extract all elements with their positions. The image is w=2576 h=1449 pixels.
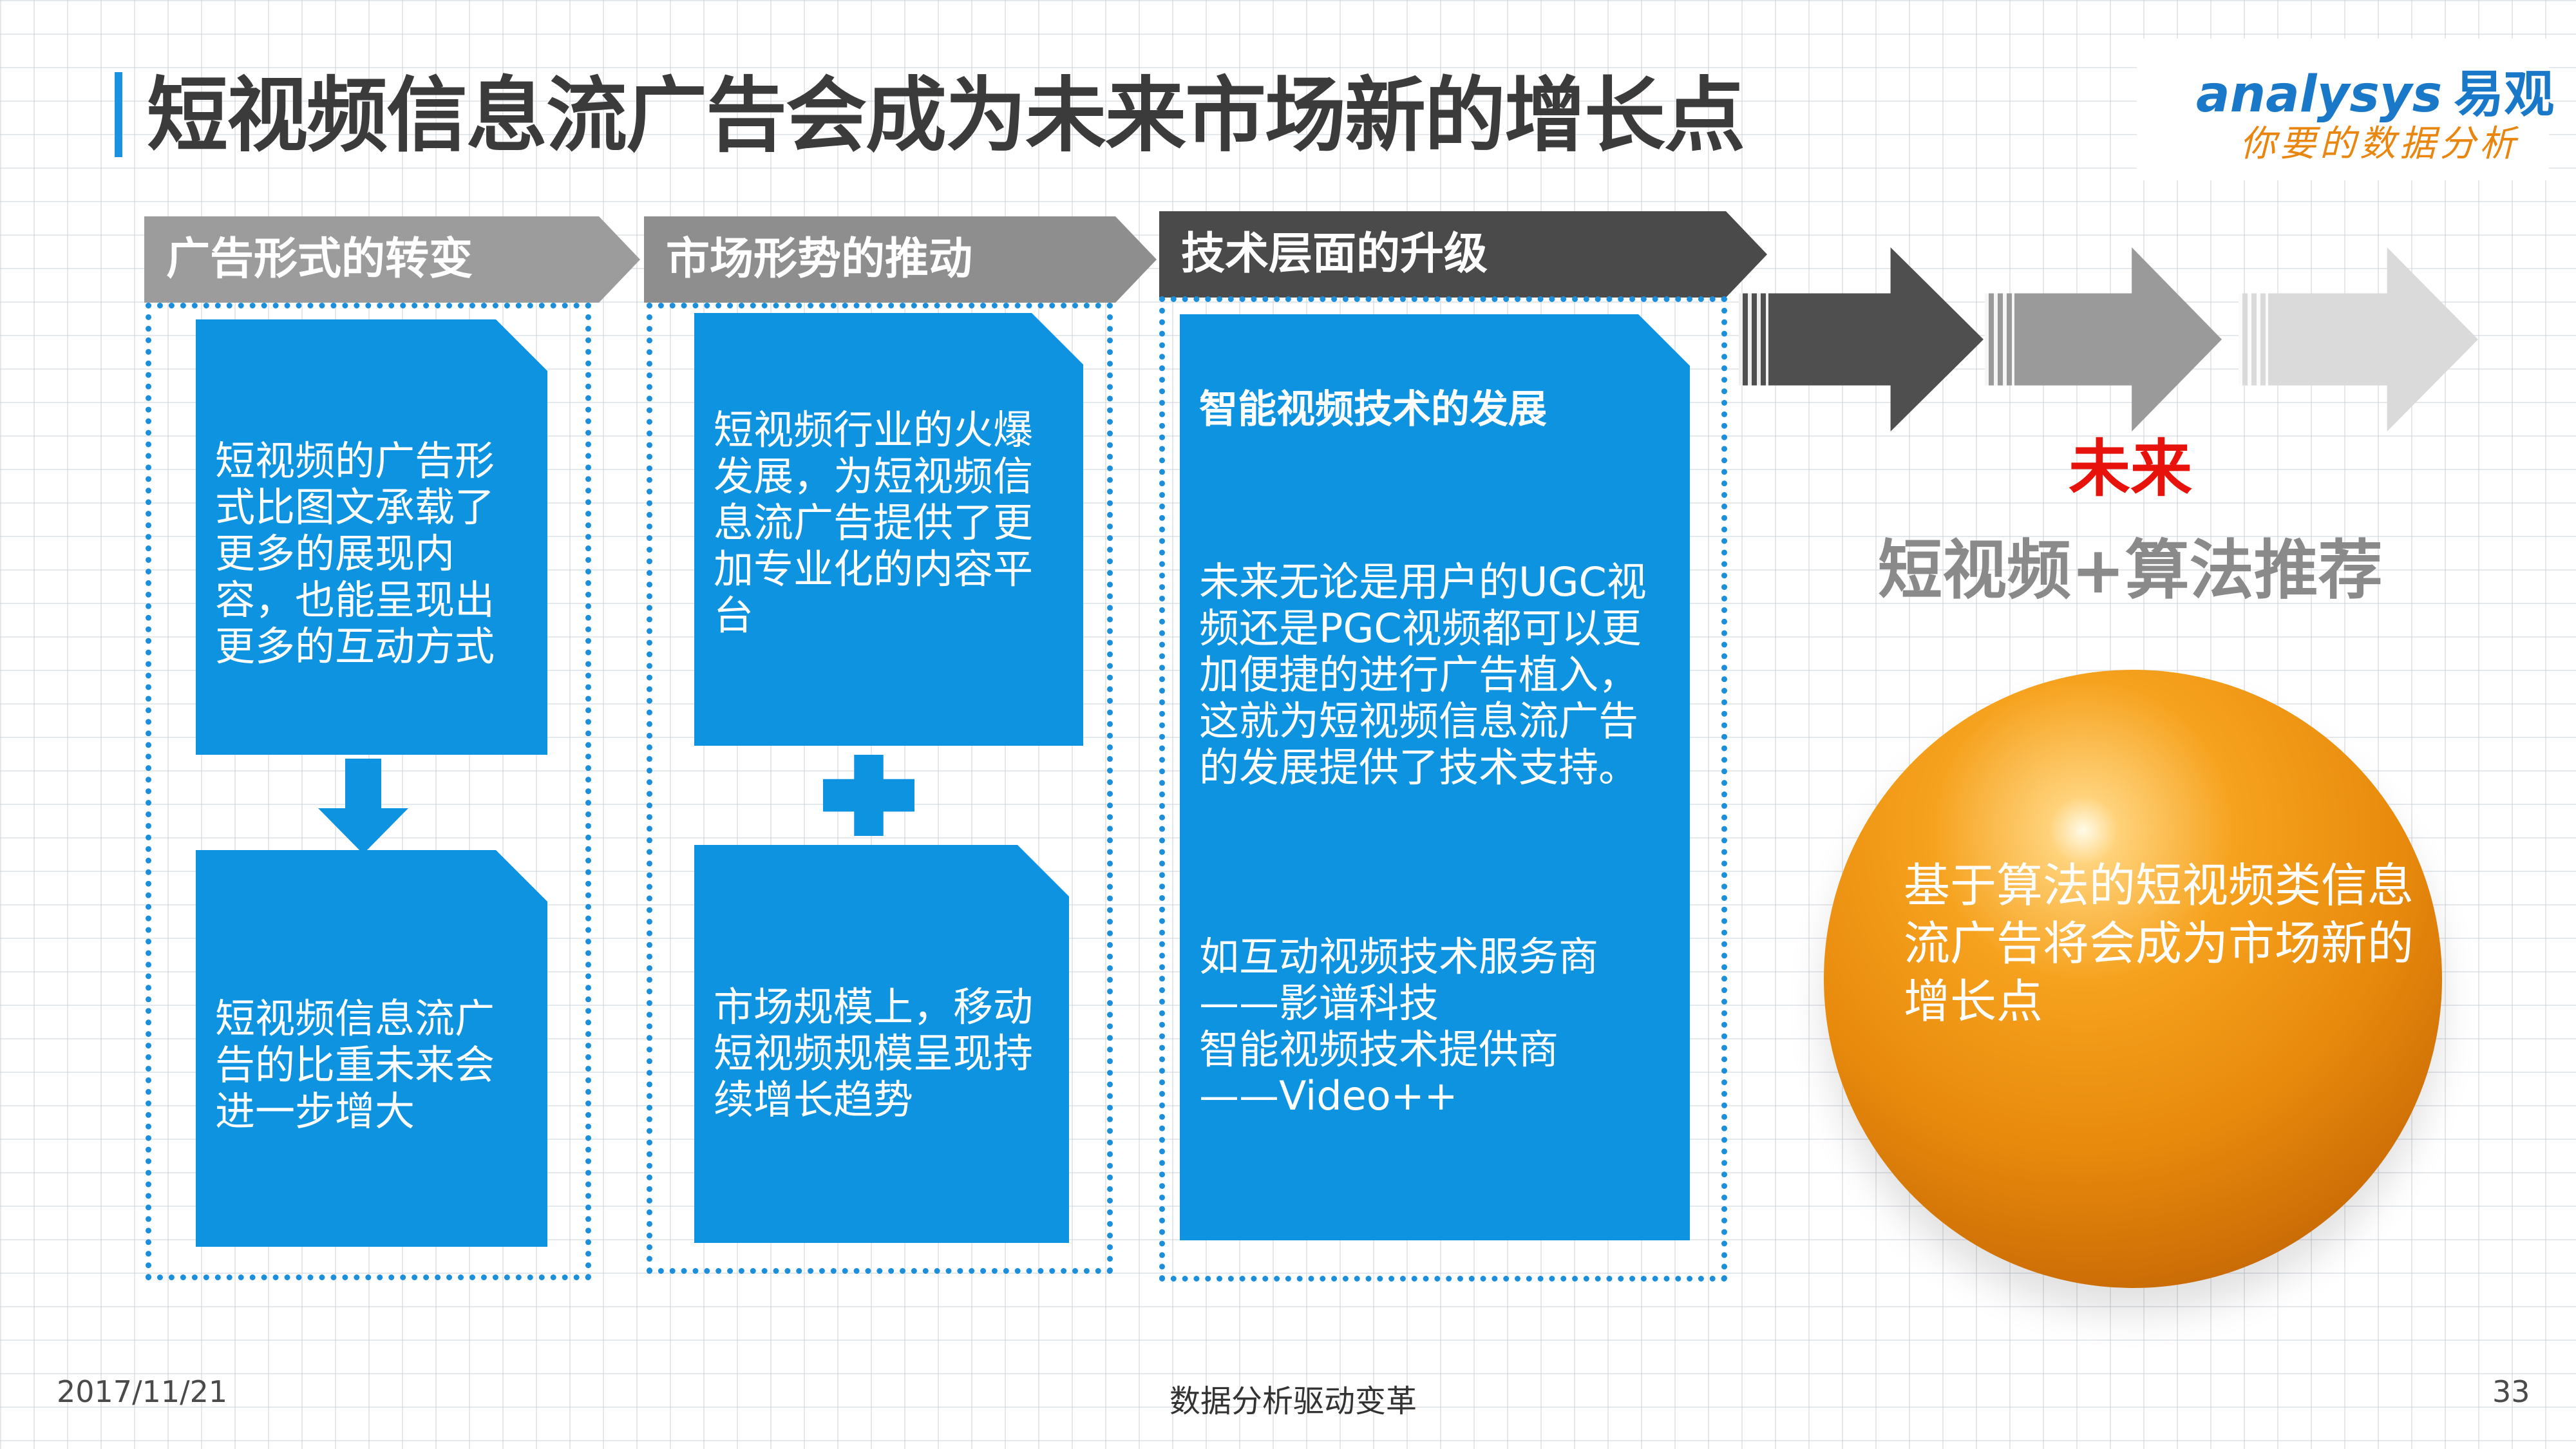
logo-en: analysys: [2196, 66, 2443, 124]
card-market-1: 短视频行业的火爆发展，为短视频信息流广告提供了更加专业化的内容平台: [694, 313, 1083, 746]
card-text: 市场规模上，移动短视频规模呈现持续增长趋势: [714, 983, 1034, 1123]
future-arrow-mid-icon: [1985, 247, 2222, 431]
column-heading-market: 市场形势的推动: [644, 216, 1157, 303]
page-title: 短视频信息流广告会成为未来市场新的增长点: [147, 68, 1745, 163]
card-text: 短视频信息流广告的比重未来会进一步增大: [215, 995, 495, 1135]
column-frame-market: [647, 303, 1113, 1274]
example-line: 如互动视频技术服务商: [1199, 933, 1599, 980]
arrow-stripes: [2239, 293, 2268, 386]
card-tech: 智能视频技术的发展 未来无论是用户的UGC视频还是PGC视频都可以更加便捷的进行…: [1180, 314, 1690, 1240]
card-examples: 如互动视频技术服务商 ——影谱科技 智能视频技术提供商 ——Video++: [1199, 934, 1664, 1119]
future-label: 未来: [2069, 433, 2192, 505]
example-line: ——影谱科技: [1199, 980, 1439, 1027]
card-ad-format-1: 短视频的广告形式比图文承载了更多的展现内容，也能呈现出更多的互动方式: [196, 319, 547, 755]
logo: [2137, 39, 2549, 180]
sphere-text: 基于算法的短视频类信息流广告将会成为市场新的增长点: [1904, 858, 2414, 1028]
future-arrow-light-icon: [2239, 247, 2478, 431]
arrow-stripes: [1739, 293, 1768, 386]
example-line: 智能视频技术提供商: [1199, 1026, 1559, 1073]
card-title: 智能视频技术的发展: [1199, 387, 1547, 432]
orange-sphere: [1824, 670, 2442, 1288]
card-ad-format-2: 短视频信息流广告的比重未来会进一步增大: [196, 850, 547, 1247]
example-line: ——Video++: [1199, 1072, 1458, 1119]
column-frame-ad-format: [146, 303, 591, 1280]
column-heading-ad-format: 广告形式的转变: [144, 216, 640, 303]
column-frame-tech: [1159, 296, 1727, 1282]
column-heading-tech: 技术层面的升级: [1159, 211, 1767, 298]
future-arrow-dark-icon: [1739, 247, 1984, 431]
arrow-stripes: [1985, 293, 2014, 386]
logo-cn: 易观: [2454, 66, 2555, 124]
logo-slogan: 你要的数据分析: [2240, 123, 2519, 165]
footer-slogan: 数据分析驱动变革: [1170, 1383, 1417, 1419]
card-market-2: 市场规模上，移动短视频规模呈现持续增长趋势: [694, 845, 1069, 1243]
footer-date: 2017/11/21: [57, 1374, 228, 1409]
page-number: 33: [2492, 1374, 2530, 1409]
title-accent-bar: [115, 72, 122, 157]
future-subtitle: 短视频+算法推荐: [1878, 533, 2383, 608]
card-text: 短视频的广告形式比图文承载了更多的展现内容，也能呈现出更多的互动方式: [215, 437, 495, 670]
card-text: 短视频行业的火爆发展，为短视频信息流广告提供了更加专业化的内容平台: [714, 406, 1034, 639]
card-paragraph: 未来无论是用户的UGC视频还是PGC视频都可以更加便捷的进行广告植入，这就为短视…: [1199, 558, 1647, 791]
